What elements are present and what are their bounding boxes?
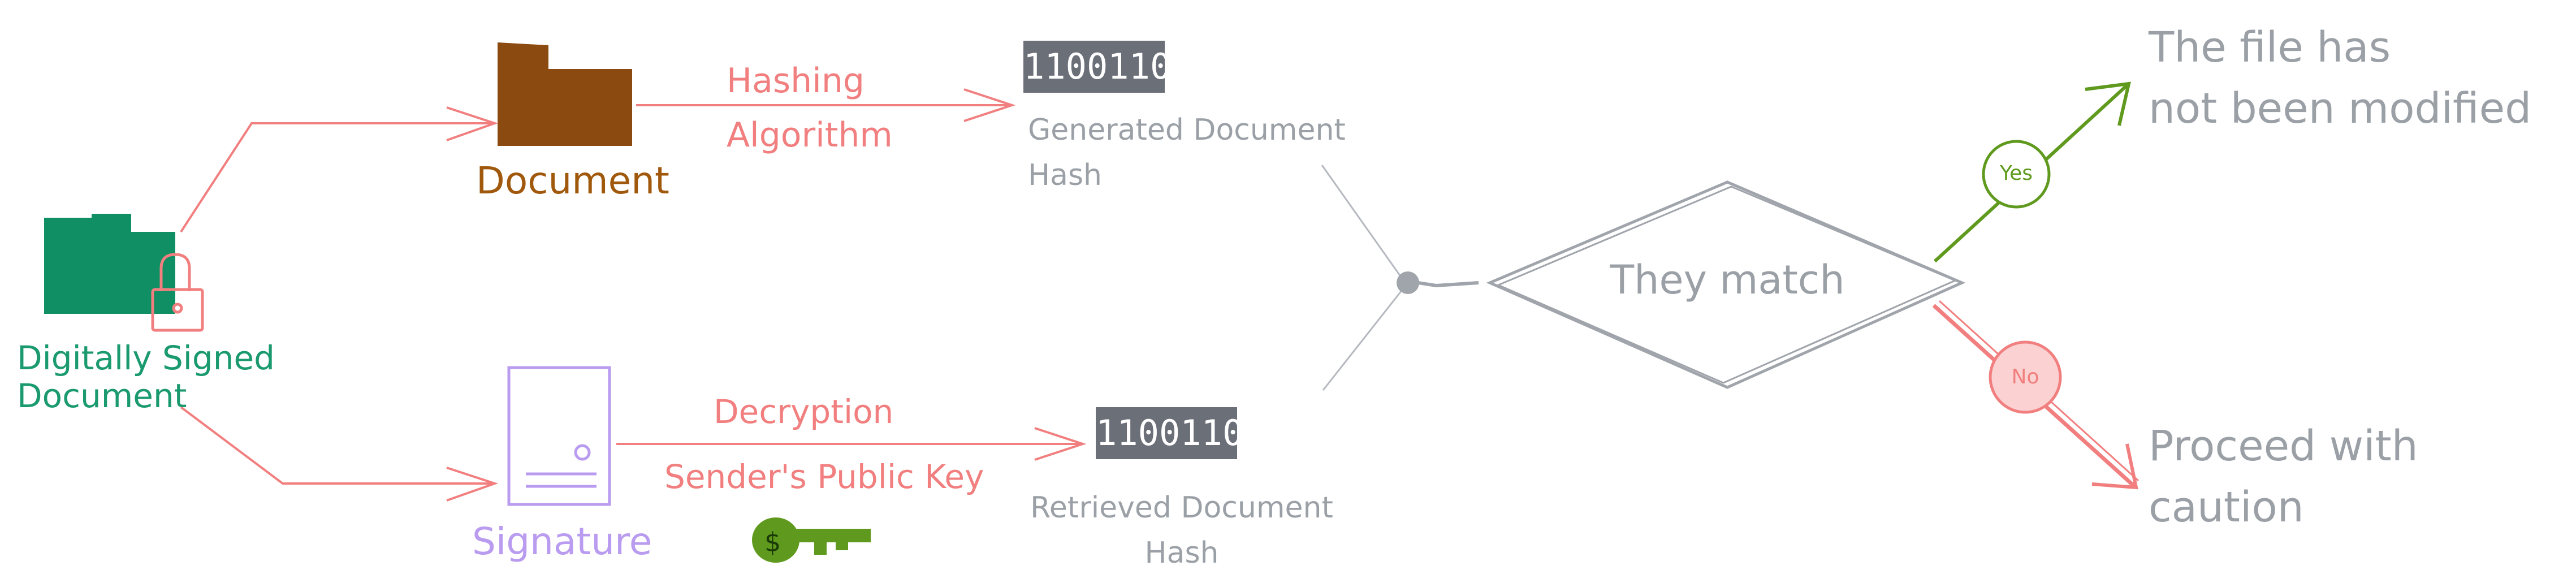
padlock-icon — [151, 253, 204, 332]
signed-document-label: Digitally Signed Document — [17, 339, 275, 415]
decryption-arrow-head — [1034, 427, 1087, 461]
merge-node — [1397, 271, 1419, 294]
signed-document-label-line2: Document — [17, 376, 187, 415]
decision-diamond-sketch — [1496, 185, 1957, 384]
merge-line-bottom — [1322, 291, 1402, 391]
outcome-no-line1: Proceed with — [2149, 422, 2418, 471]
outcome-no-line2: caution — [2149, 483, 2304, 532]
retrieved-hash-caption-line1: Retrieved Document — [1030, 491, 1333, 525]
merge-line-top — [1321, 165, 1402, 278]
no-label: No — [2011, 365, 2039, 389]
no-arrow-head — [2091, 443, 2138, 490]
generated-hash-caption-line1: Generated Document — [1028, 113, 1346, 147]
signed-document-folder-icon — [44, 214, 175, 314]
arrow-to-document-head — [446, 106, 499, 141]
public-key-label: Sender's Public Key — [664, 457, 984, 496]
outcome-yes-line2: not been modified — [2149, 84, 2532, 133]
retrieved-hash-caption-line2: Hash — [1144, 536, 1219, 570]
hashing-label-line1: Hashing — [727, 61, 865, 101]
decryption-label: Decryption — [714, 392, 894, 431]
arrow-to-signature — [180, 406, 495, 485]
retrieved-hash-badge: 11001100 — [1096, 407, 1265, 459]
outcome-yes-label: The file has not been modified — [2149, 17, 2531, 139]
document-folder-icon — [498, 42, 632, 146]
svg-text:$: $ — [764, 527, 781, 558]
generated-hash-caption: Generated Document Hash — [1028, 107, 1346, 198]
document-label: Document — [476, 159, 669, 202]
yes-label: Yes — [1999, 162, 2033, 185]
hashing-label: Hashing Algorithm — [727, 54, 893, 162]
hashing-arrow-head — [963, 88, 1016, 122]
no-badge — [1989, 340, 2062, 414]
key-icon: $ — [752, 517, 871, 563]
decision-label: They match — [1610, 257, 1845, 303]
hashing-label-line2: Algorithm — [727, 115, 893, 155]
signed-document-label-line1: Digitally Signed — [17, 339, 275, 377]
yes-badge — [1982, 140, 2051, 209]
generated-hash-caption-line2: Hash — [1028, 158, 1103, 192]
retrieved-hash-caption: Retrieved Document Hash — [1012, 485, 1351, 576]
signature-label: Signature — [472, 520, 652, 563]
signature-document-icon — [507, 366, 611, 506]
decision-diamond — [1486, 180, 1966, 389]
outcome-no-label: Proceed with caution — [2149, 416, 2418, 538]
generated-hash-badge: 11001100 — [1023, 41, 1192, 93]
arrow-to-signature-head — [446, 467, 499, 502]
yes-arrow-head — [2085, 81, 2131, 126]
arrow-to-document — [180, 122, 495, 233]
merge-to-decision — [1417, 281, 1479, 288]
outcome-yes-line1: The file has — [2149, 23, 2391, 72]
